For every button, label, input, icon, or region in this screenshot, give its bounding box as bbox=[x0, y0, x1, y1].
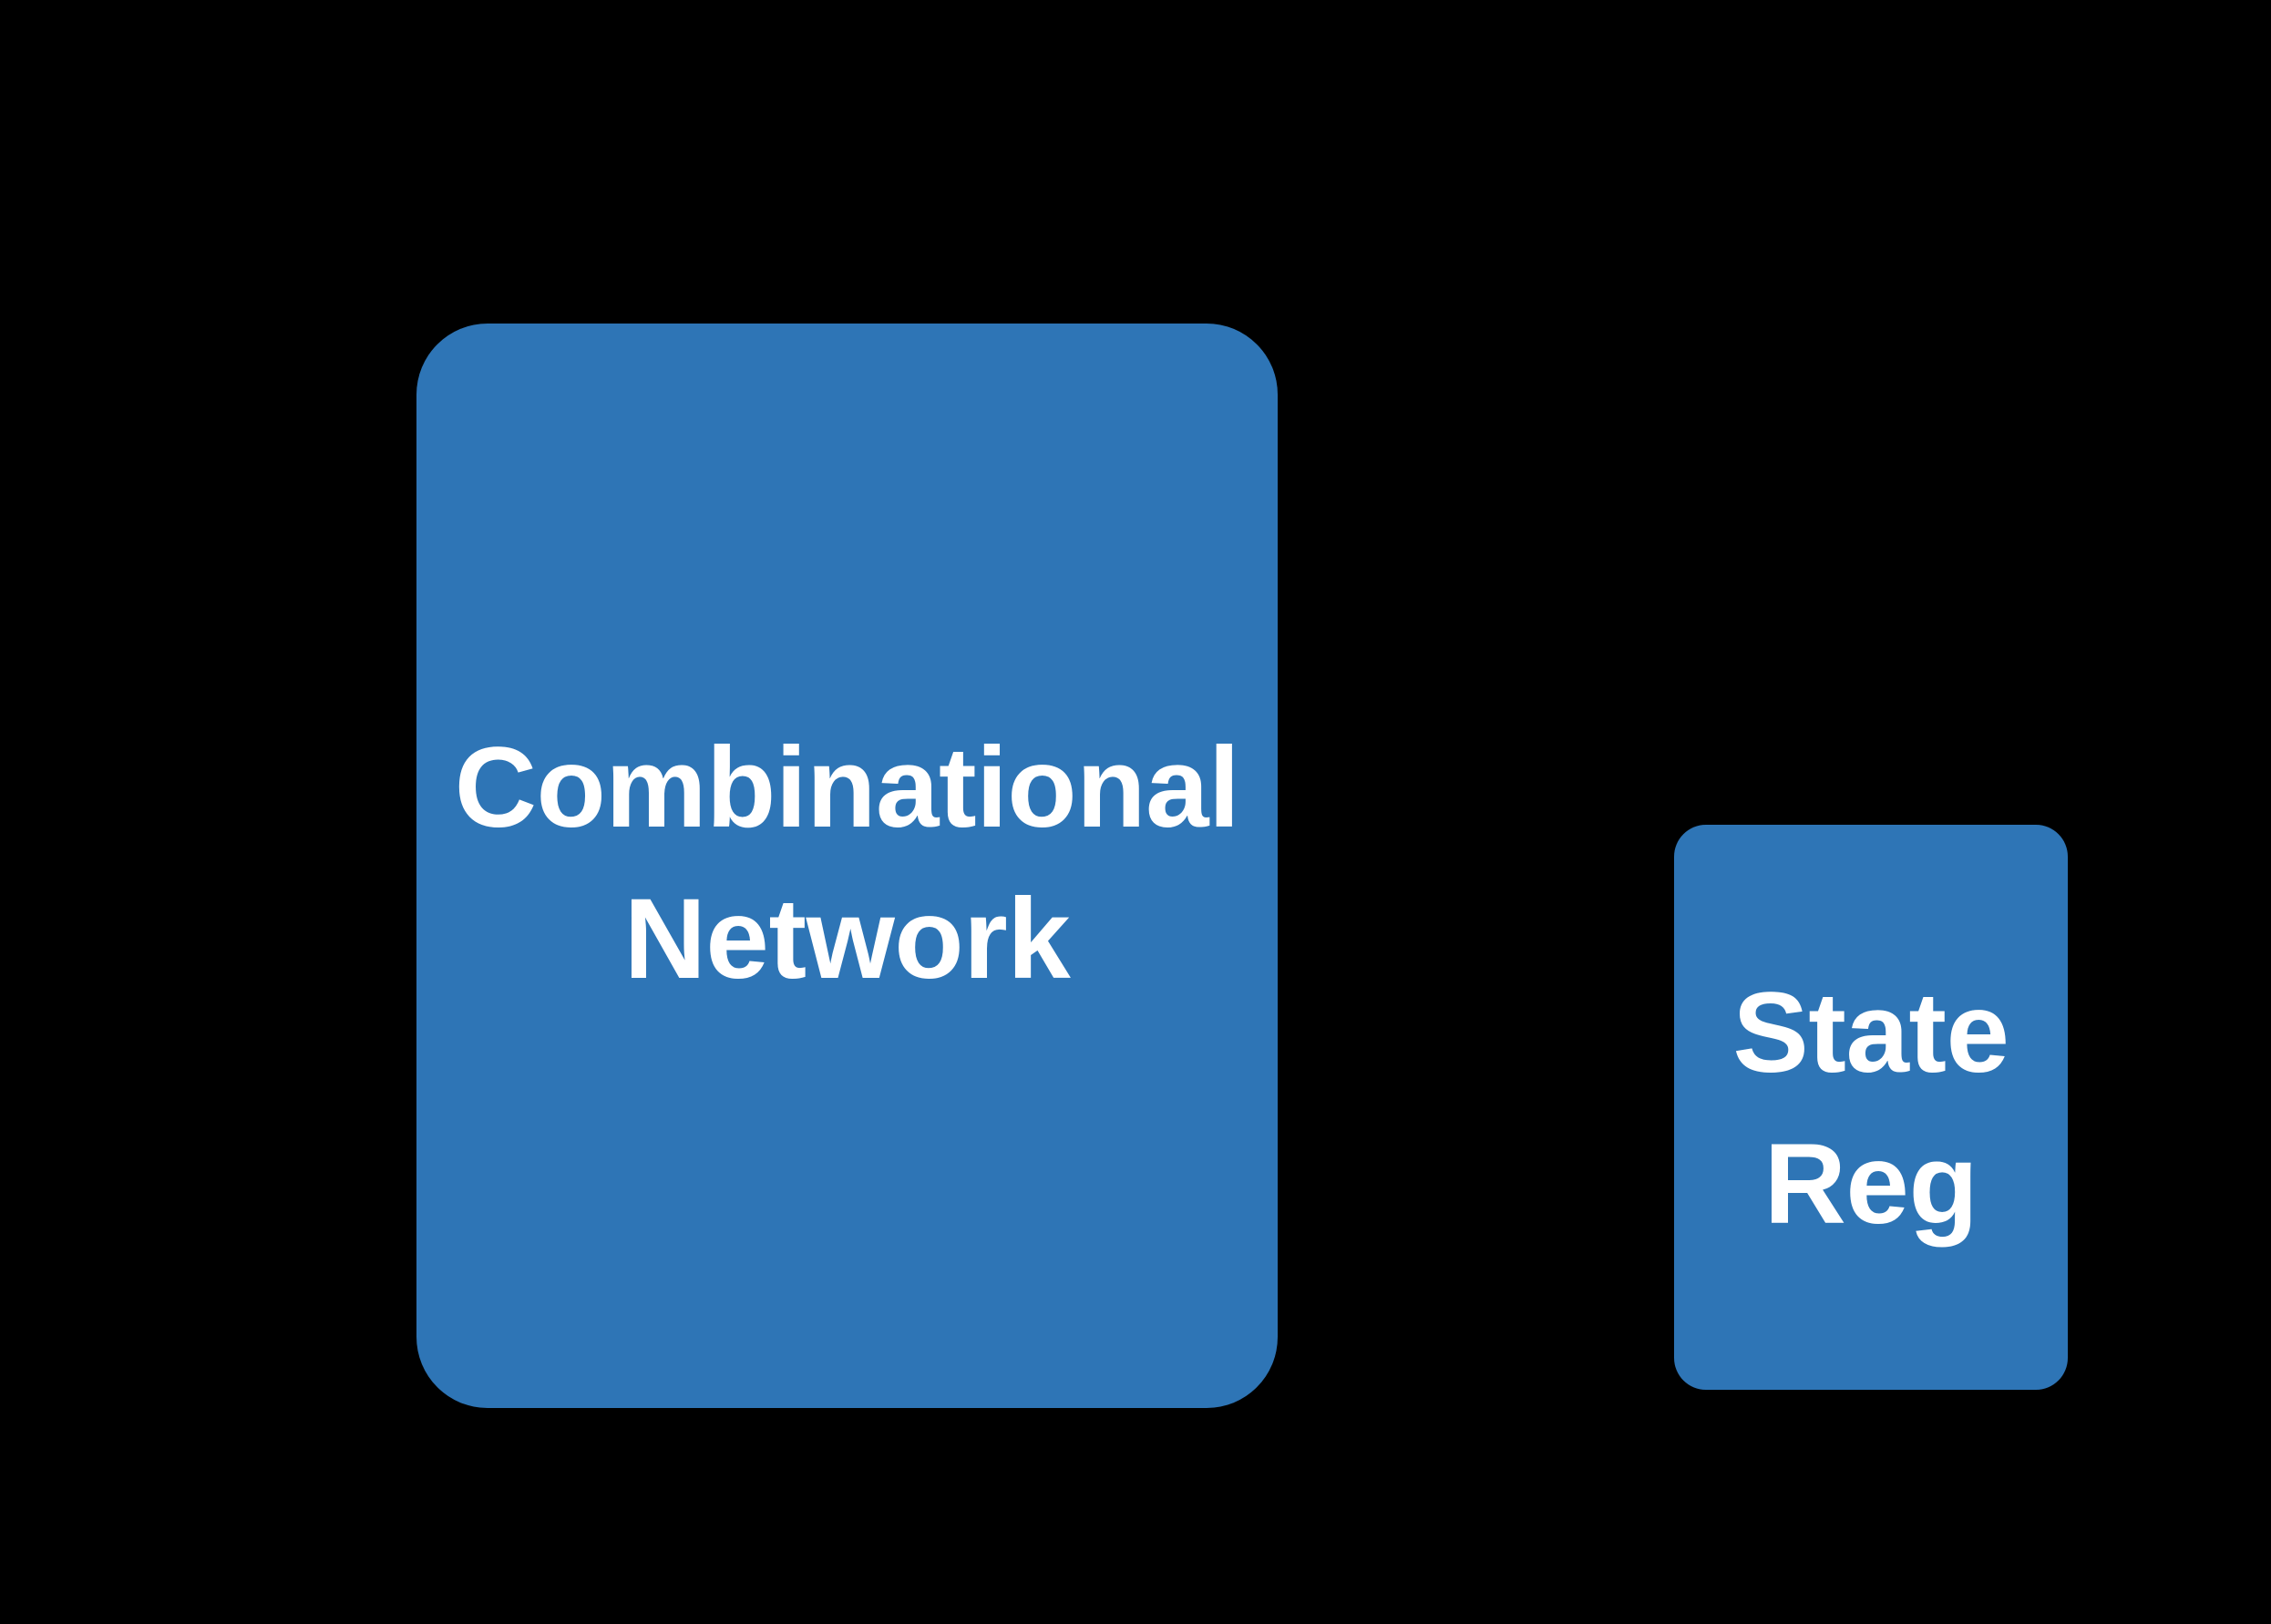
block-state-reg[interactable]: State Reg bbox=[1674, 825, 2068, 1390]
block-state-reg-label: State Reg bbox=[1732, 970, 2009, 1248]
block-combinational-network[interactable]: Combinational Network bbox=[416, 324, 1278, 1408]
block-combinational-network-label: Combinational Network bbox=[454, 725, 1240, 1002]
